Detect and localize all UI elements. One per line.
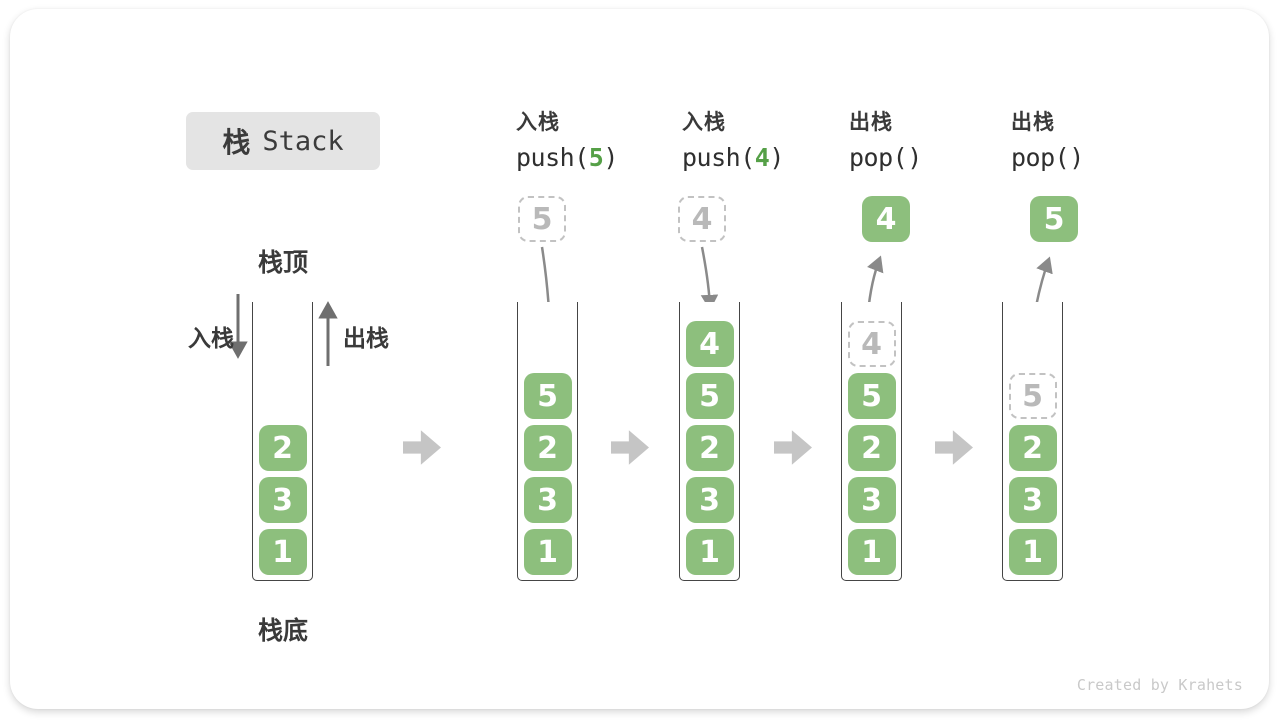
stack-item: 1	[523, 529, 572, 575]
title-zh: 栈	[222, 127, 251, 158]
title-en: Stack	[262, 125, 344, 157]
code-post: )	[907, 143, 922, 172]
label-push: 入栈	[188, 325, 234, 351]
op-code: push(4)	[682, 143, 784, 172]
stack-item: 4	[685, 321, 734, 367]
stack-item: 3	[1008, 477, 1057, 523]
stack-state-2: 5 2 3 1	[517, 302, 578, 581]
stack-item: 2	[523, 425, 572, 471]
step-arrow-icon	[403, 430, 441, 465]
stack-item: 1	[847, 529, 896, 575]
step-arrow-icon	[611, 430, 649, 465]
stack-state-1: 2 3 1	[252, 302, 313, 581]
op-label-pop-1: 出栈 pop()	[849, 106, 922, 172]
floating-cell-push-5: 5	[518, 196, 566, 242]
op-code: pop()	[849, 143, 922, 172]
code-arg: 5	[588, 143, 604, 172]
stack-item: 2	[685, 425, 734, 471]
push-4-flow-arrow-icon	[700, 246, 719, 311]
stack-item: 2	[1008, 425, 1057, 471]
stack-item: 1	[258, 529, 307, 575]
code-pre: pop(	[849, 143, 908, 172]
code-post: )	[603, 143, 618, 172]
step-arrow-icon	[935, 430, 973, 465]
stack-item: 4	[847, 321, 896, 367]
stack-item: 5	[1008, 373, 1057, 419]
title-badge: 栈 Stack	[186, 112, 380, 170]
op-code: push(5)	[516, 143, 618, 172]
op-name: 出栈	[849, 111, 893, 134]
code-pre: push(	[516, 143, 589, 172]
code-pre: push(	[682, 143, 755, 172]
stack-item: 1	[1008, 529, 1057, 575]
code-post: )	[1069, 143, 1084, 172]
floating-cell-popped-4: 4	[862, 196, 910, 242]
op-name: 出栈	[1011, 111, 1055, 134]
stack-item: 2	[258, 425, 307, 471]
code-pre: pop(	[1011, 143, 1070, 172]
stack-item: 5	[847, 373, 896, 419]
code-arg: 4	[754, 143, 770, 172]
label-pop: 出栈	[343, 325, 389, 351]
op-label-push-4: 入栈 push(4)	[682, 106, 784, 172]
op-name: 入栈	[682, 111, 726, 134]
op-label-push-5: 入栈 push(5)	[516, 106, 618, 172]
label-stack-top: 栈顶	[258, 249, 309, 277]
code-post: )	[769, 143, 784, 172]
stack-item: 3	[258, 477, 307, 523]
label-stack-bottom: 栈底	[258, 617, 309, 645]
stack-item: 3	[685, 477, 734, 523]
op-code: pop()	[1011, 143, 1084, 172]
floating-cell-push-4: 4	[678, 196, 726, 242]
op-name: 入栈	[516, 111, 560, 134]
floating-cell-popped-5: 5	[1030, 196, 1078, 242]
stack-state-5: 5 2 3 1	[1002, 302, 1063, 581]
op-label-pop-2: 出栈 pop()	[1011, 106, 1084, 172]
stack-item: 2	[847, 425, 896, 471]
stack-item: 5	[685, 373, 734, 419]
stack-item: 3	[847, 477, 896, 523]
stack-item: 1	[685, 529, 734, 575]
stack-item: 3	[523, 477, 572, 523]
stack-item: 5	[523, 373, 572, 419]
step-arrow-icon	[774, 430, 812, 465]
stack-state-4: 4 5 2 3 1	[841, 302, 902, 581]
stack-state-3: 4 5 2 3 1	[679, 302, 740, 581]
watermark: Created by Krahets	[1076, 676, 1243, 694]
